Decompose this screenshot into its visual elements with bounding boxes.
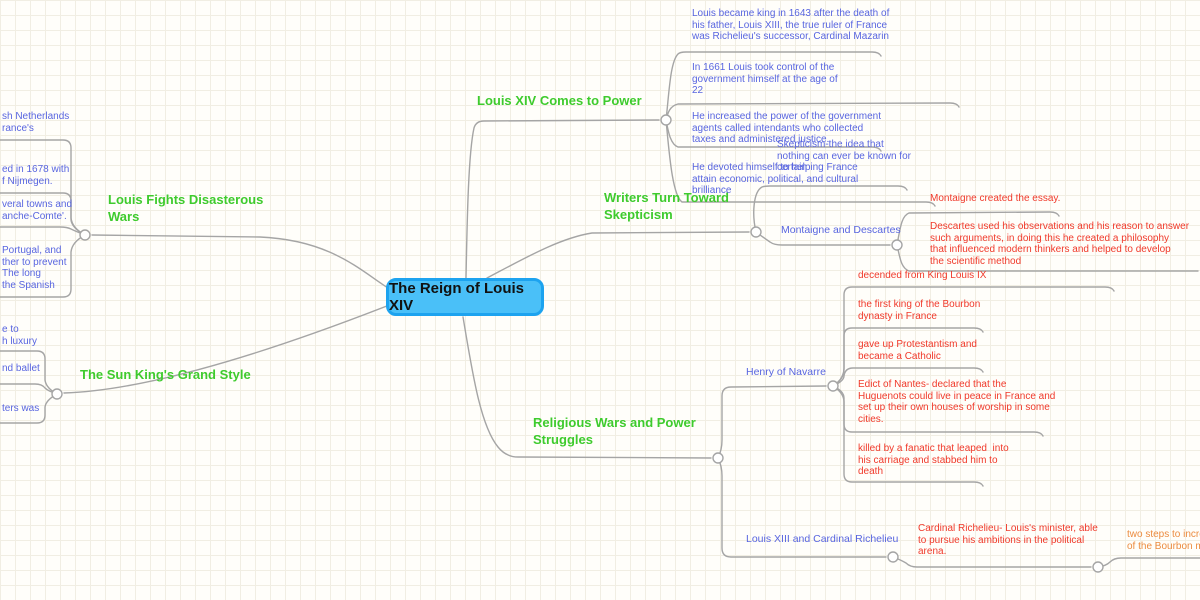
power-note-1661[interactable]: In 1661 Louis took control of the govern…: [692, 62, 838, 96]
louis13-note-two-steps[interactable]: two steps to increa of the Bourbon mo: [1127, 529, 1200, 552]
branch-node-henry[interactable]: [827, 380, 839, 392]
skepticism-item-line: [753, 185, 908, 233]
richelieu-line: [892, 556, 1092, 568]
branch-heading-wars[interactable]: Louis Fights Disasterous Wars: [108, 192, 264, 224]
wars-note-netherlands[interactable]: sh Netherlands rance's: [2, 111, 70, 134]
style-note-ballet[interactable]: nd ballet: [2, 363, 40, 374]
henry-note-bourbon[interactable]: the first king of the Bourbon dynasty in…: [858, 299, 981, 322]
central-topic-label: The Reign of Louis XIV: [389, 280, 524, 314]
wars-note-portugal[interactable]: Portugal, and ther to prevent The long t…: [2, 245, 67, 291]
louis13-note-richelieu[interactable]: Cardinal Richelieu- Louis's minister, ab…: [918, 523, 1098, 557]
writers-note-descartes[interactable]: Descartes used his observations and his …: [930, 221, 1190, 267]
branch-line-style: [63, 303, 393, 394]
henry-note-killed[interactable]: killed by a fanatic that leaped into his…: [858, 443, 1009, 477]
central-topic-node[interactable]: The Reign of Louis XIV: [386, 278, 544, 316]
branch-line-religious: [462, 316, 712, 459]
branch-node-richelieu[interactable]: [1092, 561, 1104, 573]
power-item-line: [665, 119, 882, 152]
henry-item-line: [832, 327, 984, 387]
branch-line-wars: [91, 234, 389, 289]
branch-heading-writers[interactable]: Writers Turn Toward Skepticism: [604, 190, 729, 222]
branch-heading-style[interactable]: The Sun King's Grand Style: [80, 367, 251, 382]
power-note-brilliance[interactable]: He devoted himself to helping France att…: [692, 162, 859, 196]
power-item-line: [665, 119, 936, 207]
style-note-luxury[interactable]: e to h luxury: [2, 324, 38, 347]
branch-node-writers[interactable]: [750, 226, 762, 238]
steps-line: [1097, 557, 1200, 568]
henry-item-line: [832, 385, 1044, 437]
wars-item-line: [0, 192, 86, 236]
wars-note-nijmegen[interactable]: ed in 1678 with f Nijmegen.: [2, 164, 70, 187]
henry-item-line: [832, 367, 984, 387]
branch-node-religious[interactable]: [712, 452, 724, 464]
louis13-label-line: [717, 457, 887, 558]
branch-node-montaigne[interactable]: [891, 239, 903, 251]
power-note-intendants[interactable]: He increased the power of the government…: [692, 111, 881, 145]
religious-label-henry[interactable]: Henry of Navarre: [746, 366, 826, 378]
wars-item-line: [0, 226, 86, 236]
religious-label-louis13[interactable]: Louis XIII and Cardinal Richelieu: [746, 533, 899, 545]
branch-node-louis13[interactable]: [887, 551, 899, 563]
montaigne-label-line: [755, 231, 891, 246]
branch-line-power: [465, 119, 660, 279]
power-note-king-1643[interactable]: Louis became king in 1643 after the deat…: [692, 8, 890, 42]
style-item-line: [0, 393, 58, 424]
power-item-line: [665, 51, 882, 121]
henry-note-catholic[interactable]: gave up Protestantism and became a Catho…: [858, 339, 977, 362]
henry-note-edict[interactable]: Edict of Nantes- declared that the Hugue…: [858, 379, 1056, 425]
writers-note-essay[interactable]: Montaigne created the essay.: [930, 193, 1061, 204]
writers-note-skepticism[interactable]: Skepticism-the idea that nothing can eve…: [777, 139, 911, 173]
wars-item-line: [0, 234, 86, 298]
wars-note-towns[interactable]: veral towns and anche-Comte'.: [2, 199, 73, 222]
style-item-line: [0, 350, 58, 395]
henry-note-louis-ix[interactable]: decended from King Louis IX: [858, 270, 987, 281]
style-note-ters[interactable]: ters was: [2, 403, 40, 414]
branch-heading-religious[interactable]: Religious Wars and Power Struggles: [533, 415, 696, 447]
branch-node-style[interactable]: [51, 388, 63, 400]
power-item-line: [665, 102, 960, 121]
style-item-line: [0, 383, 58, 395]
branch-node-wars[interactable]: [79, 229, 91, 241]
branch-line-writers: [486, 231, 750, 279]
montaigne-item-line: [896, 211, 1060, 246]
henry-item-line: [832, 385, 984, 487]
branch-node-power[interactable]: [660, 114, 672, 126]
henry-label-line: [717, 385, 827, 459]
writers-label-montaigne-descartes[interactable]: Montaigne and Descartes: [781, 224, 901, 236]
branch-heading-power[interactable]: Louis XIV Comes to Power: [477, 93, 642, 108]
